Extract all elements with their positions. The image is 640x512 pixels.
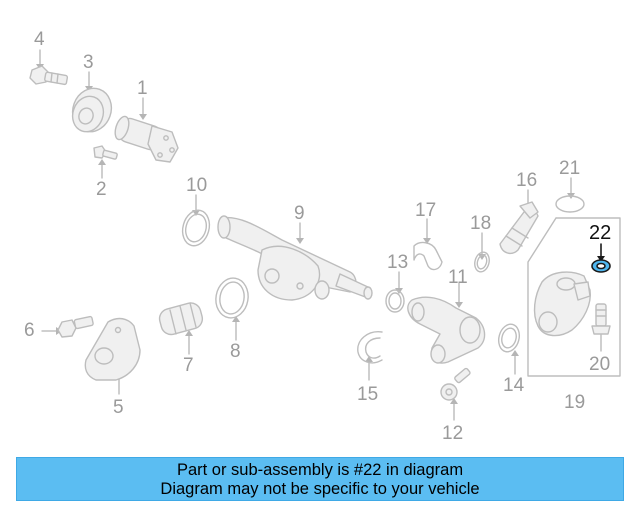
callout-6[interactable]: 6 bbox=[24, 320, 35, 341]
callout-17[interactable]: 17 bbox=[415, 200, 437, 221]
callout-20[interactable]: 20 bbox=[589, 354, 611, 375]
callout-9[interactable]: 9 bbox=[294, 203, 305, 224]
part-7-thermostat bbox=[158, 302, 204, 336]
callout-3[interactable]: 3 bbox=[83, 52, 94, 73]
callout-15[interactable]: 15 bbox=[357, 384, 379, 405]
parts-diagram bbox=[29, 49, 621, 421]
part-10-o-ring bbox=[181, 209, 211, 247]
part-6-bolt bbox=[57, 315, 94, 338]
part-11-inlet-housing bbox=[407, 296, 486, 364]
callout-11[interactable]: 11 bbox=[448, 267, 468, 288]
part-22-o-ring-highlighted bbox=[591, 243, 611, 273]
callout-16[interactable]: 16 bbox=[516, 170, 538, 191]
part-19-assembly-outline bbox=[527, 217, 621, 377]
part-16-sensor bbox=[499, 201, 539, 255]
part-2-bolt bbox=[93, 145, 118, 160]
callout-2[interactable]: 2 bbox=[96, 179, 107, 200]
callout-19[interactable]: 19 bbox=[564, 392, 586, 413]
part-15-clamp bbox=[357, 331, 383, 364]
callout-22-highlighted[interactable]: 22 bbox=[589, 222, 612, 244]
part-9-outlet-housing bbox=[217, 215, 373, 301]
part-5-thermostat-housing bbox=[84, 317, 141, 381]
part-12-bolt bbox=[440, 367, 471, 401]
callout-12[interactable]: 12 bbox=[442, 423, 464, 444]
banner-line-part-number: Part or sub-assembly is #22 in diagram bbox=[176, 461, 464, 479]
callout-18[interactable]: 18 bbox=[470, 213, 492, 234]
callout-7[interactable]: 7 bbox=[183, 355, 194, 376]
part-18-o-ring bbox=[474, 251, 490, 273]
part-8-gasket bbox=[215, 277, 249, 319]
callout-4[interactable]: 4 bbox=[34, 29, 45, 50]
callout-13[interactable]: 13 bbox=[387, 252, 409, 273]
banner-line-disclaimer: Diagram may not be specific to your vehi… bbox=[160, 480, 480, 498]
callout-10[interactable]: 10 bbox=[186, 175, 208, 196]
part-1-water-pump bbox=[114, 115, 179, 163]
callout-8[interactable]: 8 bbox=[230, 341, 241, 362]
callout-21[interactable]: 21 bbox=[559, 158, 581, 179]
part-19-pipe bbox=[533, 271, 591, 337]
part-13-o-ring bbox=[385, 289, 405, 313]
callout-5[interactable]: 5 bbox=[113, 397, 124, 418]
info-banner: Part or sub-assembly is #22 in diagram D… bbox=[16, 457, 624, 501]
part-14-o-ring bbox=[497, 323, 521, 353]
callout-14[interactable]: 14 bbox=[503, 375, 525, 396]
part-17-clip bbox=[413, 241, 443, 271]
part-3-pulley bbox=[71, 87, 113, 133]
callout-1[interactable]: 1 bbox=[137, 78, 148, 99]
part-21-o-ring bbox=[555, 195, 585, 213]
part-4-bolt bbox=[29, 65, 69, 86]
part-20-bolt bbox=[591, 303, 611, 335]
